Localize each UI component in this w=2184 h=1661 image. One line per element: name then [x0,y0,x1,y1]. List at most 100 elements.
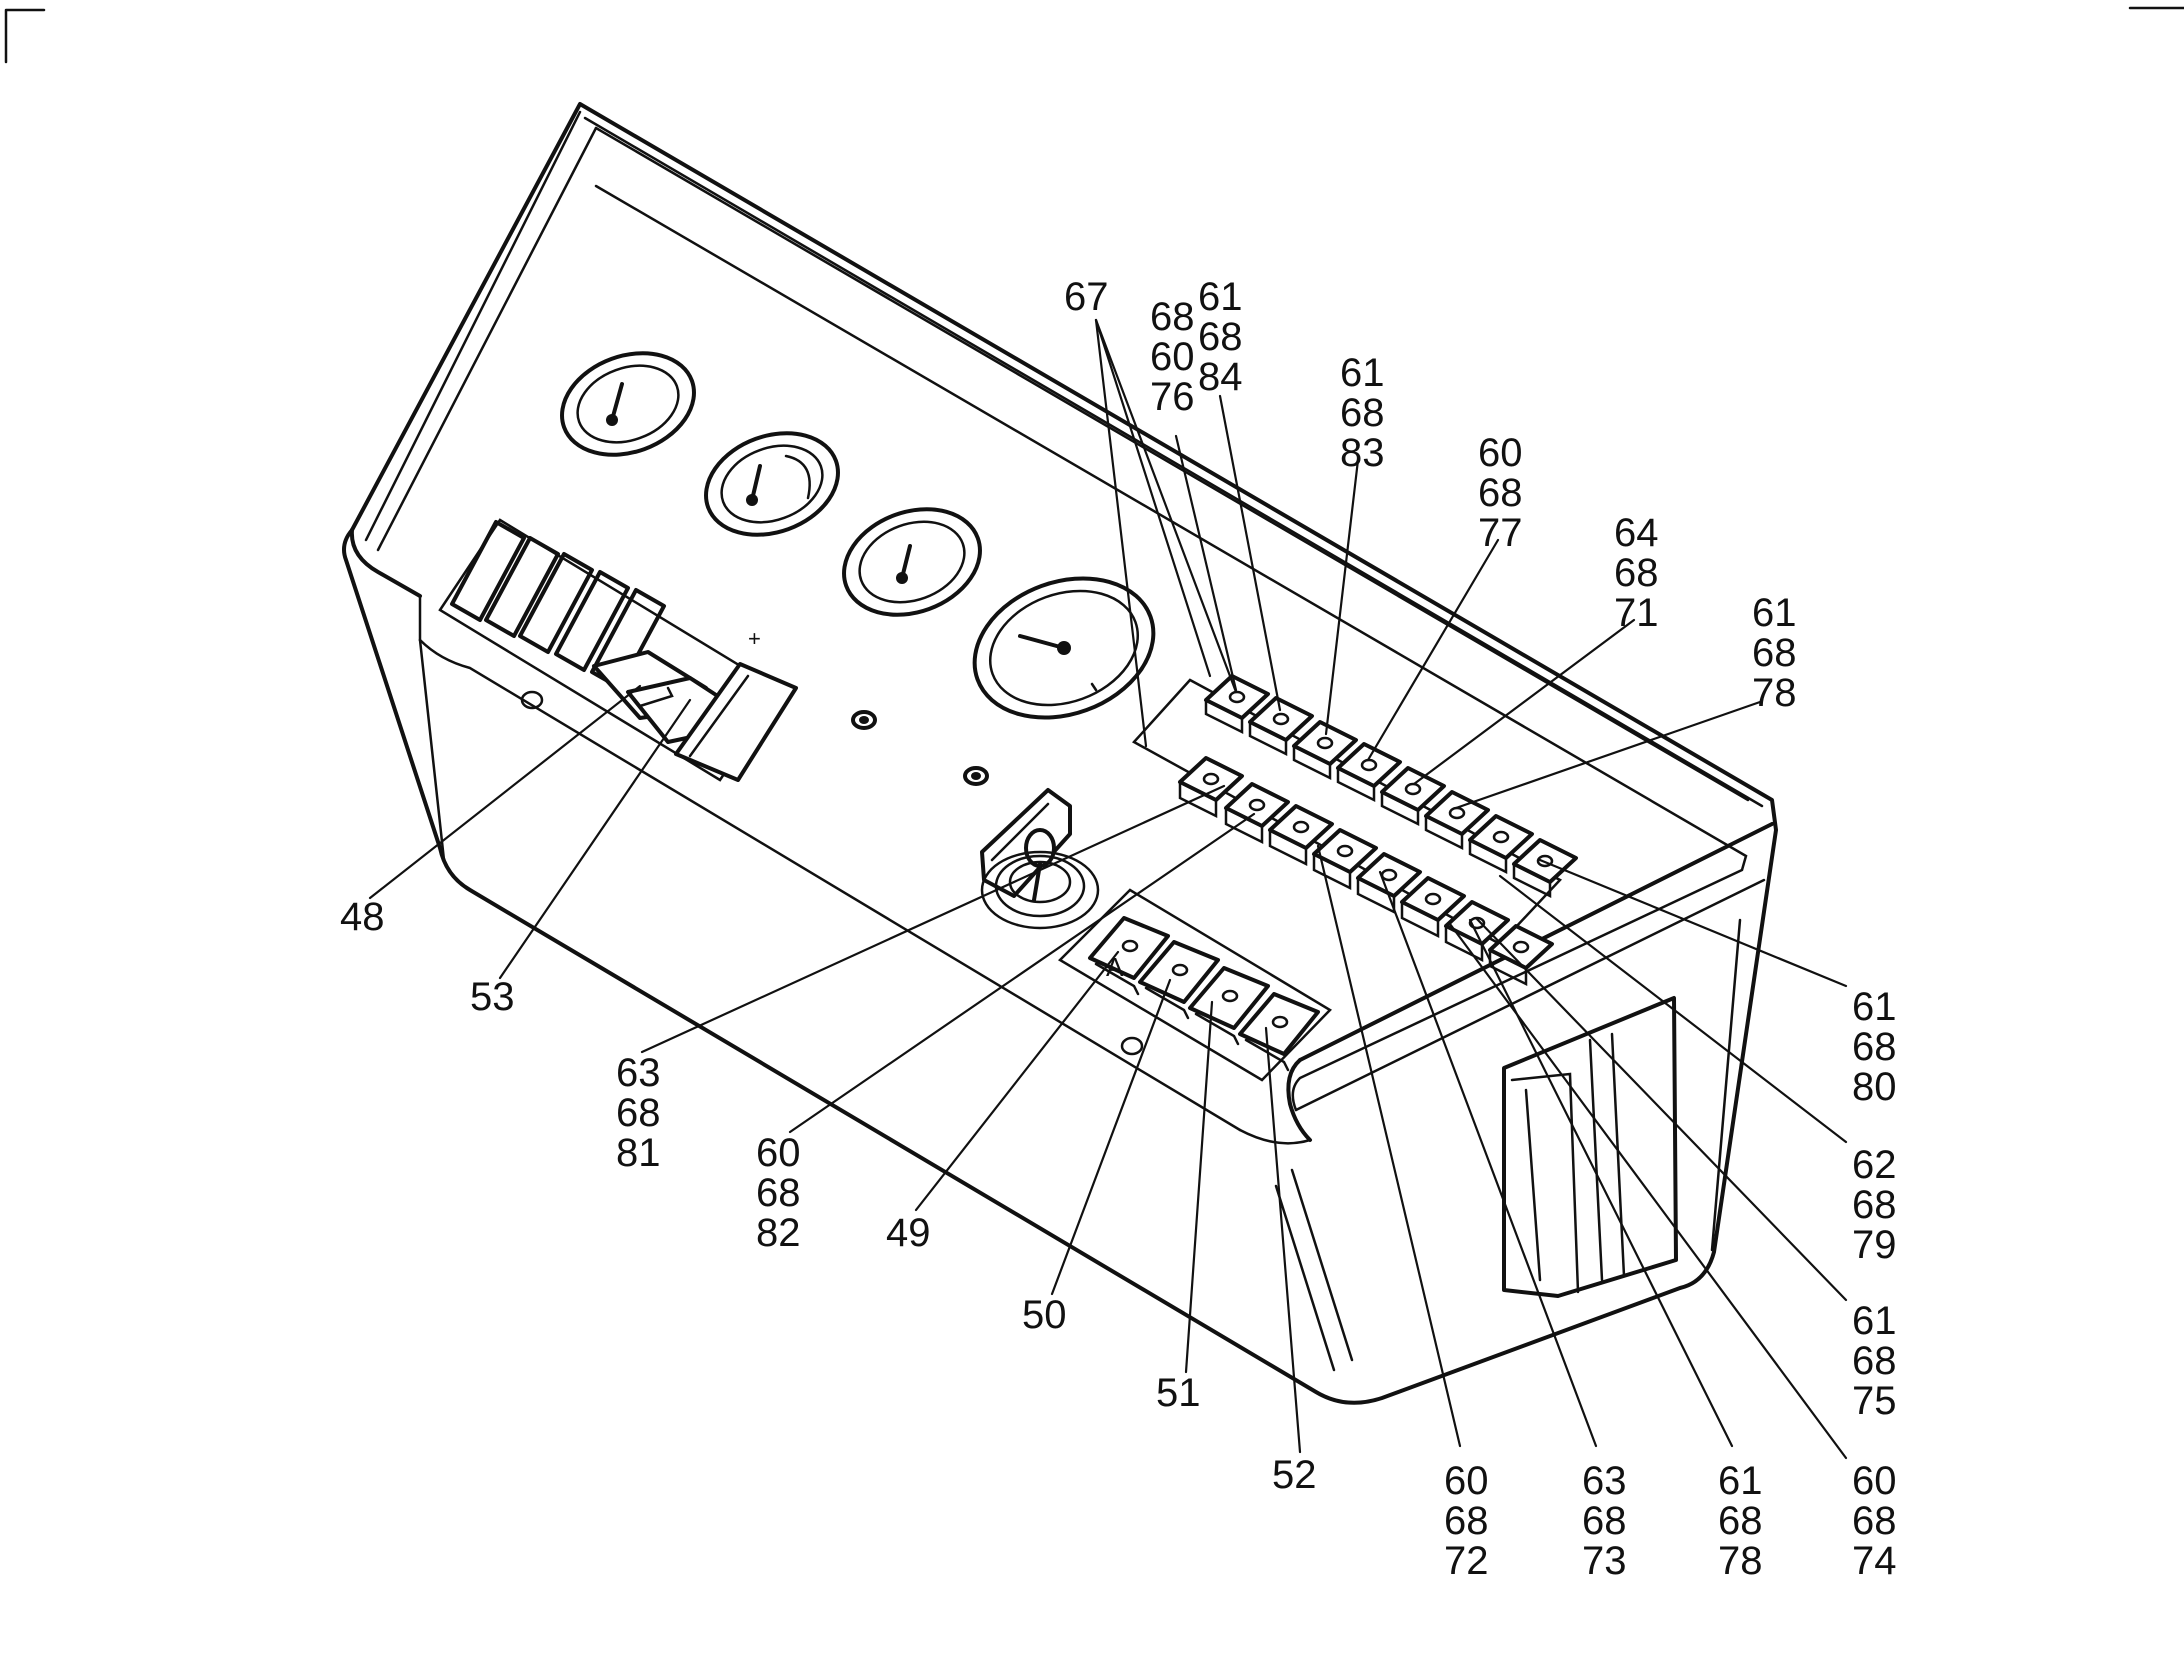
crop-marks [4,6,2184,64]
upper-strip-switch[interactable] [1380,766,1446,812]
callout-number: 68 [1198,315,1243,359]
leader-line [640,784,1226,1054]
callout-number: 48 [340,895,385,939]
leader-line [1454,700,1762,810]
callout-number: 61 [1718,1459,1763,1503]
upper-strip-switch[interactable] [1292,720,1358,766]
leader-line [1324,458,1360,736]
callout-c52: 52 [1272,1453,1317,1497]
callout-c49: 49 [886,1211,931,1255]
rocker-switch-large[interactable] [674,662,798,782]
ignition-key-switch[interactable] [980,788,1100,930]
callout-c51: 51 [1156,1371,1201,1415]
callout-number: 67 [1064,275,1109,319]
leader-line [1094,318,1212,678]
leader-line [1412,618,1636,786]
callout-number: 61 [1752,591,1797,635]
lower-strip-switch[interactable] [1224,782,1290,828]
callout-number: 68 [1852,1025,1897,1069]
callout-number: 63 [1582,1459,1627,1503]
leader-line [1218,394,1282,712]
leader-line [1264,1026,1302,1454]
lower-strip-switch[interactable] [1356,852,1422,898]
leader-line [1498,874,1848,1144]
leader-line [1366,538,1500,762]
callout-number: 62 [1852,1143,1897,1187]
callout-number: 68 [616,1091,661,1135]
callout-number: 61 [1198,275,1243,319]
leader-line [1174,434,1238,692]
callout-number: 68 [1852,1339,1897,1383]
upper-strip-switch[interactable] [1468,814,1534,860]
callout-number: 61 [1340,351,1385,395]
lower-rocker-switch[interactable] [1138,940,1220,1004]
side-slot [1502,996,1678,1298]
leader-line [1538,858,1848,988]
callout-number: 60 [1150,335,1195,379]
empty-switch-slot [554,570,630,672]
leader-line [1184,1000,1214,1374]
callout-number: 81 [616,1131,661,1175]
callout-number: 61 [1852,1299,1897,1343]
callout-number: 63 [616,1051,661,1095]
indicator-lamps [851,710,989,786]
callout-number: 68 [1582,1499,1627,1543]
callout-number: 78 [1718,1539,1763,1583]
leader-line [368,684,642,900]
empty-switch-slot [484,536,560,638]
console-body [342,102,1778,1405]
gauge-cluster [560,351,1156,720]
callout-c67: 67 [1064,275,1109,319]
upper-strip-switch[interactable] [1336,742,1402,788]
leader-line [1050,978,1172,1296]
callout-number: 77 [1478,511,1523,555]
empty-switch-slot [518,552,594,654]
callout-number: 60 [1852,1459,1897,1503]
callout-number: 49 [886,1211,931,1255]
callout-number: 68 [1852,1499,1897,1543]
gauge-2 [704,431,840,537]
lower-strip-switch[interactable] [1268,804,1334,850]
gauge-3 [842,507,982,617]
callout-number: 68 [1150,295,1195,339]
callout-number: 68 [1614,551,1659,595]
panel-face-edge [594,184,1748,1112]
lower-rocker-switch[interactable] [1238,992,1320,1056]
callout-number: 68 [1852,1183,1897,1227]
lower-bank-mark: A [1106,952,1124,982]
callout-number: 83 [1340,431,1385,475]
callout-number: 68 [1340,391,1385,435]
gauge-1 [560,351,696,457]
callout-number: 72 [1444,1539,1489,1583]
lower-rocker-switch[interactable] [1188,966,1270,1030]
lower-strip-switch[interactable] [1400,876,1466,922]
lower-strip-switch[interactable] [1312,828,1378,874]
callout-number: 68 [756,1171,801,1215]
callout-number: 73 [1582,1539,1627,1583]
callout-number: 80 [1852,1065,1897,1109]
leader-line [1316,844,1462,1448]
upper-strip-switch[interactable] [1204,674,1270,720]
leader-line [914,950,1120,1212]
lower-strip-switch[interactable] [1488,924,1554,970]
left-bank-mark: + [748,626,761,651]
callout-number: 50 [1022,1293,1067,1337]
upper-strip-switch[interactable] [1248,696,1314,742]
callout-number: 74 [1852,1539,1897,1583]
callout-number: 60 [1444,1459,1489,1503]
callout-number: 51 [1156,1371,1201,1415]
callout-number: 84 [1198,355,1243,399]
callout-number: 53 [470,975,515,1019]
